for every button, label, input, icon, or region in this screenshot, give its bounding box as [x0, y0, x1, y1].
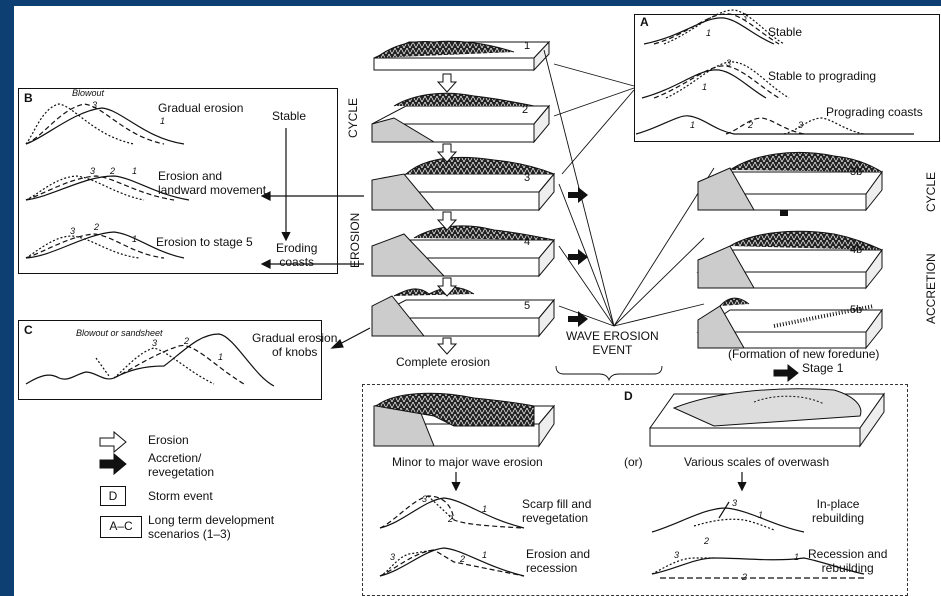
legend-long-term: Long term development scenarios (1–3) [148, 514, 274, 542]
block-label-5b: 5b [850, 304, 862, 317]
panel-b-erosion-stage5: Erosion to stage 5 [156, 236, 253, 250]
panel-b-label: B [24, 92, 33, 106]
panel-b-num: 3 [90, 166, 95, 176]
panel-b-eroding: Eroding coasts [276, 242, 317, 270]
panel-d-label: D [624, 390, 633, 404]
panel-d-num: 1 [794, 552, 799, 562]
panel-b-num: 1 [132, 166, 137, 176]
panel-b-num: 2 [94, 222, 99, 232]
panel-a-stable: Stable [768, 26, 802, 40]
panel-b-stable: Stable [272, 110, 306, 124]
panel-b-blowout: Blowout [72, 88, 104, 98]
panel-c-num: 3 [152, 338, 157, 348]
panel-d-num: 3 [422, 494, 427, 504]
diagram-canvas: A Stable Stable to prograding Prograding… [14, 6, 941, 596]
panel-a-prograding: Prograding coasts [826, 106, 923, 120]
legend-erosion: Erosion [148, 434, 189, 448]
panel-d-num: 1 [758, 510, 763, 520]
panel-b-num: 3 [70, 226, 75, 236]
panel-d-num: 2 [448, 514, 453, 524]
panel-c-num: 2 [184, 336, 189, 346]
legend-box-d-text: D [109, 489, 118, 503]
block-label-1: 1 [524, 40, 530, 53]
block-label-2: 2 [522, 104, 528, 117]
panel-b-num: 1 [132, 234, 137, 244]
panel-b-gradual-erosion: Gradual erosion [158, 102, 243, 116]
block-label-4b: 4b [850, 244, 862, 257]
panel-d-scarp-fill: Scarp fill and revegetation [522, 498, 591, 526]
panel-c-text: Gradual erosion of knobs [252, 332, 337, 360]
stage-label: Stage 1 [802, 362, 843, 376]
panel-d-inplace: In-place rebuilding [812, 498, 864, 526]
legend-box-d: D [100, 486, 126, 506]
panel-a-num: 2 [748, 120, 753, 130]
panel-d-num: 3 [732, 498, 737, 508]
panel-a-label: A [640, 16, 649, 30]
accretion-label: ACCRETION [924, 253, 938, 324]
legend-box-ac: A–C [100, 516, 142, 538]
legend-icons [100, 432, 126, 474]
cycle-label-right: CYCLE [924, 172, 938, 212]
panel-b-erosion-landward: Erosion and landward movement [158, 170, 266, 198]
legend-box-ac-text: A–C [109, 519, 132, 533]
cycle-label-left: CYCLE [346, 98, 360, 138]
panel-d-num: 2 [460, 554, 465, 564]
panel-a-num: 1 [690, 120, 695, 130]
block-label-3b: 3b [850, 166, 862, 179]
panel-a-num: 1 [706, 28, 711, 38]
legend-storm-event: Storm event [148, 490, 213, 504]
panel-a-num: 3 [742, 12, 747, 22]
panel-d-left-caption: Minor to major wave erosion [392, 456, 543, 470]
erosion-label: EROSION [348, 213, 362, 268]
panel-d-num: 3 [390, 552, 395, 562]
block-label-5: 5 [524, 300, 530, 313]
panel-a-num: 1 [702, 82, 707, 92]
complete-erosion: Complete erosion [396, 356, 490, 370]
panel-d-num: 1 [482, 550, 487, 560]
panel-c-blowout: Blowout or sandsheet [76, 328, 163, 338]
panel-a-num: 3 [798, 120, 803, 130]
panel-d-erosion-recession: Erosion and recession [526, 548, 590, 576]
panel-d-num: 2 [742, 572, 747, 582]
panel-b-num: 3 [92, 100, 97, 110]
panel-a-stable-to-prograding: Stable to prograding [768, 70, 876, 84]
panel-d-recession-rebuilding: Recession and rebuilding [808, 548, 887, 576]
legend-accretion: Accretion/ revegetation [148, 452, 214, 480]
center-blocks [372, 41, 554, 336]
panel-b-num: 1 [160, 116, 165, 126]
panel-d-or: (or) [624, 456, 643, 470]
panel-b-num: 2 [110, 166, 115, 176]
block-label-4: 4 [524, 236, 530, 249]
panel-c-num: 1 [218, 352, 223, 362]
panel-d-right-caption: Various scales of overwash [684, 456, 829, 470]
panel-d-num: 3 [674, 550, 679, 560]
panel-d-num: 2 [704, 536, 709, 546]
formation-label: (Formation of new foredune) [728, 348, 879, 362]
panel-d-num: 1 [482, 504, 487, 514]
panel-a-num: 3 [726, 58, 731, 68]
panel-c-label: C [24, 324, 33, 338]
block-label-3: 3 [524, 172, 530, 185]
wave-erosion-event: WAVE EROSION EVENT [566, 330, 659, 358]
